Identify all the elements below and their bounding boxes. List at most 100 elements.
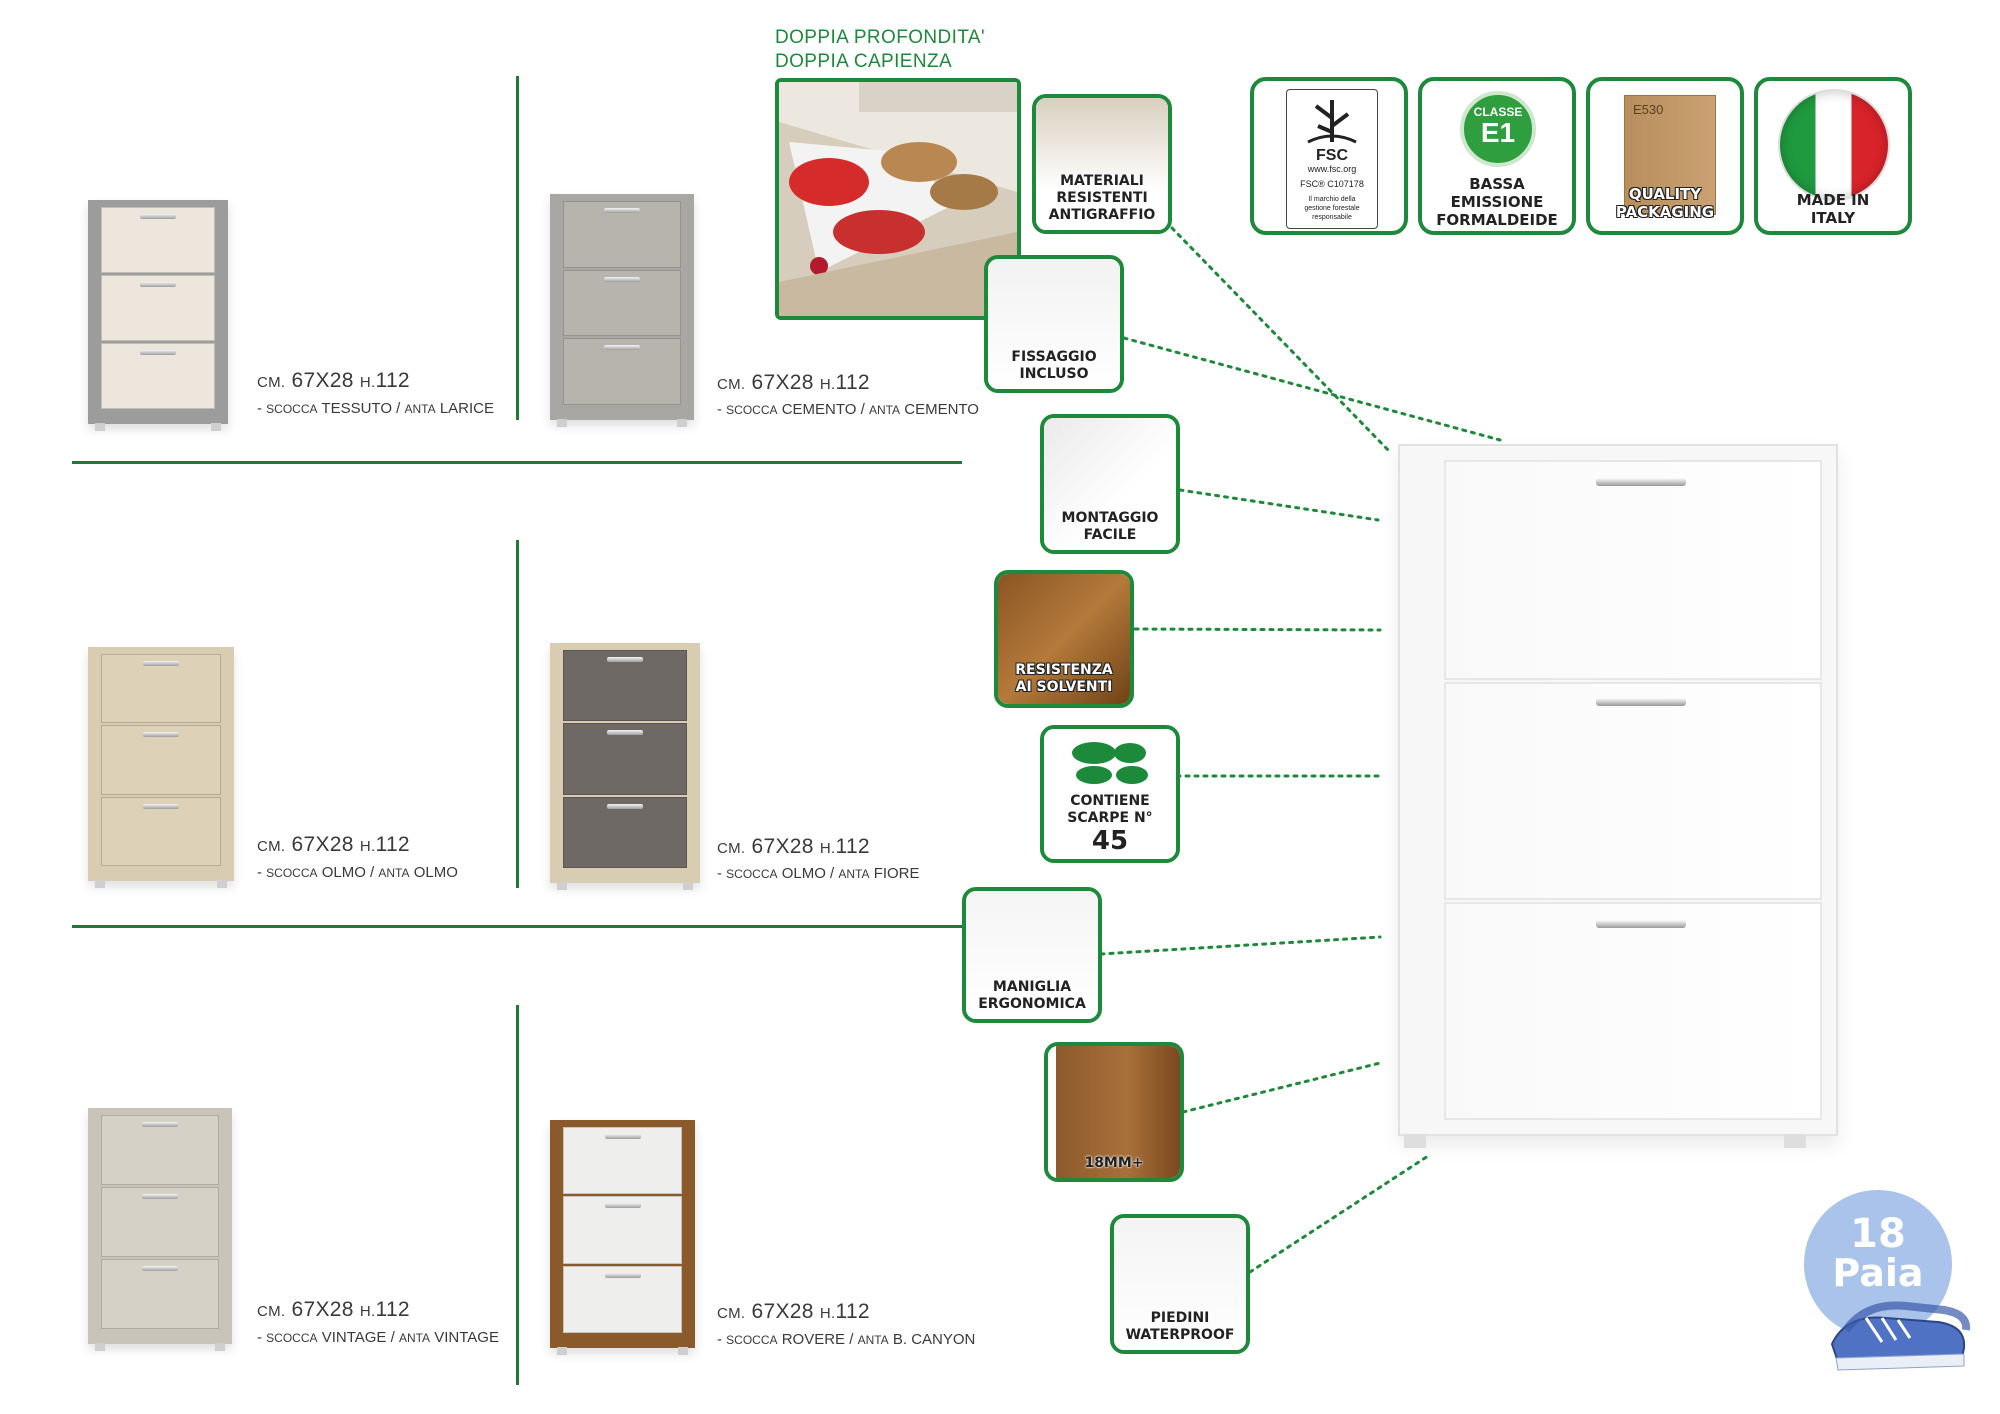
cabinet-door-top [1444,460,1822,680]
handle-icon [966,891,1098,1019]
cabinet-door [101,275,215,341]
cabinet-handle [140,214,176,219]
fsc-line: responsabile [1312,214,1352,221]
panel-thickness-icon [1048,1046,1180,1178]
made-in-italy-badge: MADE IN ITALY [1754,77,1912,235]
cabinet-handle [143,732,179,738]
feature-badge: FISSAGGIO INCLUSO [984,255,1124,393]
cabinet-foot [678,1347,688,1355]
cabinet-handle [140,282,176,287]
cabinet-door [101,1115,219,1185]
cabinet-door [563,650,687,722]
cabinet-handle [142,1122,178,1127]
feature-label: FISSAGGIO INCLUSO [1011,349,1097,382]
wood-texture-icon [998,574,1130,704]
cabinet-foot [683,882,693,890]
e1-class-icon: CLASSE E1 [1460,91,1536,167]
cabinet-handle [607,657,643,662]
cabinet-foot [217,880,227,888]
feature-badge: RESISTENZA AI SOLVENTI [994,570,1134,708]
e1-class-badge: CLASSE E1 BASSA EMISSIONE FORMALDEIDE [1418,77,1576,235]
fsc-url: www.fsc.org [1307,164,1357,174]
variant-cabinet [88,200,228,431]
size-label: CM. 67X28 H.112 [717,371,870,394]
finish-label: - SCOCCA OLMO / ANTA OLMO [257,864,458,881]
screws-icon [988,259,1120,389]
cabinet-door [101,796,221,866]
fsc-title: FSC [1316,147,1348,164]
sneakers-icon [1830,1301,1971,1371]
double-depth-note: DOPPIA PROFONDITA' DOPPIA CAPIENZA [775,26,985,74]
pairs-number: 18 [1850,1211,1906,1257]
cabinet-foot [215,1343,225,1351]
size-label: CM. 67X28 H.112 [257,833,410,856]
divider-col-3 [516,1005,519,1385]
feature-label: 18MM+ [1084,1155,1144,1171]
feature-number: 45 [1091,826,1129,856]
cabinet-foot [95,880,105,888]
variant-cabinet [550,1120,695,1355]
fsc-logo: FSC www.fsc.org FSC® C107178 Il marchio … [1286,89,1378,229]
pairs-capacity-badge: 18 Paia [1804,1190,1952,1338]
cabinet-door [563,201,681,268]
variant-cabinet [88,647,234,888]
cabinet-handle [604,276,640,282]
cabinet-handle [142,1266,178,1271]
cabinet-foot-right [1784,1134,1806,1148]
cabinet-door [101,654,221,724]
cabinet-handle [143,661,179,666]
variant-cabinet [88,1108,232,1351]
cabinet-door [101,343,215,409]
finish-label: - SCOCCA TESSUTO / ANTA LARICE [257,400,494,417]
fsc-line: Il marchio della [1308,196,1356,203]
box-code: E530 [1633,102,1664,117]
divider-row-2 [72,925,962,928]
cabinet-foot [677,419,687,427]
cabinet-foot [557,882,567,890]
fsc-line: gestione forestale [1304,205,1360,212]
variant-cabinet [550,194,694,427]
cabinet-door [563,1127,682,1195]
main-product-cabinet [1398,444,1838,1148]
drawer-photo [775,78,1021,320]
feature-label: MANIGLIA ERGONOMICA [978,979,1086,1012]
cabinet-door [563,338,681,405]
size-label: CM. 67X28 H.112 [257,369,410,392]
feature-badge: PIEDINI WATERPROOF [1110,1214,1250,1354]
carton-box-icon: E530 [1624,95,1716,215]
feature-label: PIEDINI WATERPROOF [1125,1310,1235,1343]
cabinet-door [101,207,215,273]
variant-cabinet [550,643,700,890]
size-label: CM. 67X28 H.112 [257,1298,410,1321]
double-depth-line: DOPPIA PROFONDITA' [775,27,986,48]
finish-label: - SCOCCA ROVERE / ANTA B. CANYON [717,1331,976,1348]
cabinet-handle [607,730,643,736]
made-in-italy-label: MADE IN ITALY [1796,191,1870,227]
cabinet-handle [142,1194,178,1199]
cabinet-handle [604,1272,641,1278]
cabinet-foot-left [1404,1134,1426,1148]
finish-label: - SCOCCA OLMO / ANTA FIORE [717,865,920,882]
italy-flag-icon [1778,89,1890,201]
cabinet-foot [95,423,105,431]
e1-class-label: BASSA EMISSIONE FORMALDEIDE [1436,175,1558,229]
cabinet-door [101,1259,219,1329]
feature-badge: CONTIENE SCARPE N°45 [1040,725,1180,863]
cabinet-handle [604,208,640,213]
cabinet-door [563,269,681,337]
screwdriver-icon [1044,418,1176,550]
size-label: CM. 67X28 H.112 [717,835,870,858]
cabinet-handle [604,1134,641,1139]
quality-packaging-badge: E530 QUALITY PACKAGING [1586,77,1744,235]
divider-row-1 [72,461,962,464]
cabinet-door [101,1187,219,1257]
finish-label: - SCOCCA CEMENTO / ANTA CEMENTO [717,401,979,418]
fsc-tree-logo [1307,100,1357,144]
feature-badge: 18MM+ [1044,1042,1184,1182]
feature-badge: MONTAGGIO FACILE [1040,414,1180,554]
feature-label: MATERIALI RESISTENTI ANTIGRAFFIO [1048,173,1156,223]
size-label: CM. 67X28 H.112 [717,1300,870,1323]
cabinet-door [101,725,221,795]
feature-label: CONTIENE SCARPE N° [1067,793,1153,826]
divider-col-1 [516,76,519,420]
